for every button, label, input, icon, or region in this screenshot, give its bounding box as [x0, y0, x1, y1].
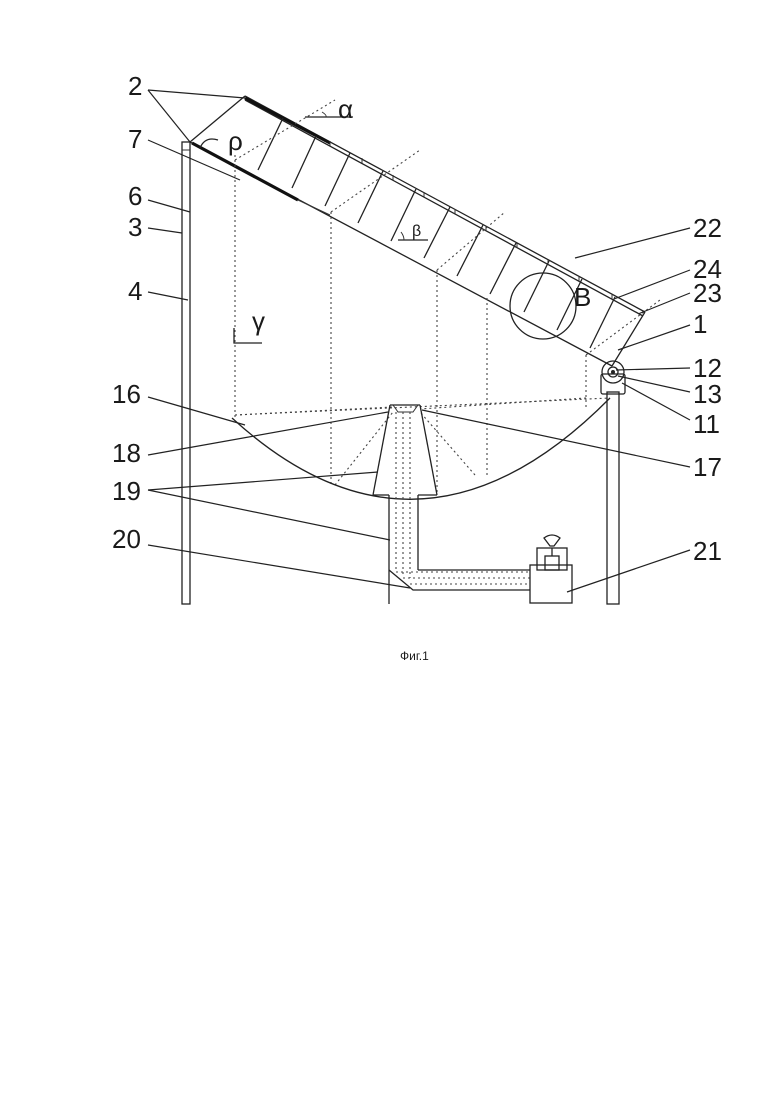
label-17: 17	[693, 452, 722, 482]
label-4: 4	[128, 276, 142, 306]
label-1: 1	[693, 309, 707, 339]
label-beta: β	[412, 223, 421, 240]
label-20: 20	[112, 524, 141, 554]
label-7: 7	[128, 124, 142, 154]
label-3: 3	[128, 212, 142, 242]
label-23: 23	[693, 278, 722, 308]
leader-lines	[148, 90, 690, 592]
label-6: 6	[128, 181, 142, 211]
label-21: 21	[693, 536, 722, 566]
label-detail-b: B	[574, 282, 591, 312]
label-rho: ρ	[228, 126, 243, 156]
label-13: 13	[693, 379, 722, 409]
label-22: 22	[693, 213, 722, 243]
label-16: 16	[112, 379, 141, 409]
pivot-assembly	[601, 361, 625, 394]
label-18: 18	[112, 438, 141, 468]
figure-caption: Фиг.1	[400, 649, 429, 663]
right-post	[607, 392, 619, 604]
dotted-rays	[235, 100, 660, 492]
label-gamma: γ	[252, 306, 265, 336]
label-2: 2	[128, 71, 142, 101]
label-alpha: α	[338, 94, 353, 124]
consumer-device	[530, 535, 572, 603]
receiver-funnel	[373, 405, 530, 604]
label-11: 11	[693, 409, 720, 439]
label-19: 19	[112, 476, 141, 506]
